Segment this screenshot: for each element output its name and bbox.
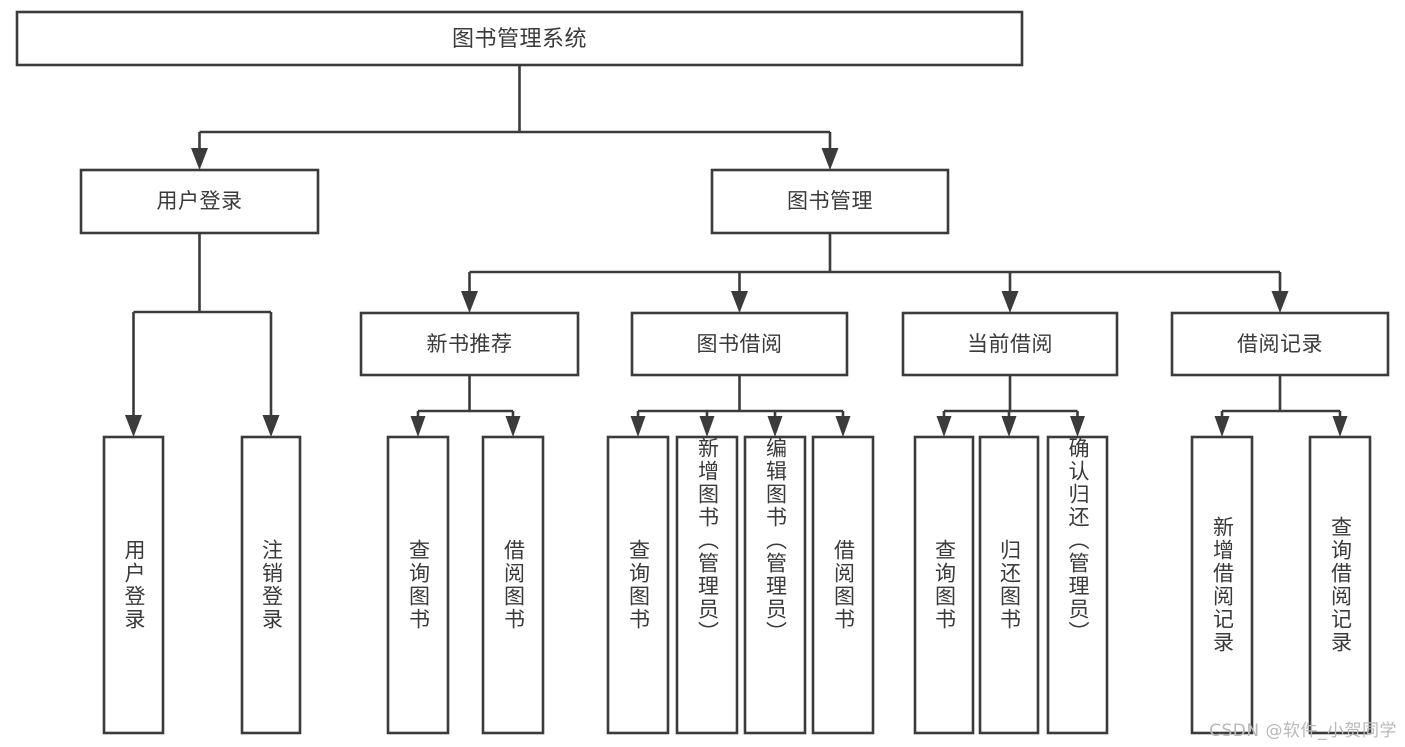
node-root-box: [15, 10, 1024, 67]
leaf-box-logout[interactable]: [240, 435, 302, 735]
arrow-head-borrow-leaf-2: [699, 416, 715, 437]
arrow-head-leaf-logout: [262, 415, 280, 437]
arrow-head-borrow-leaf-4: [835, 416, 851, 437]
node-book-borrowing[interactable]: 图书借阅: [630, 311, 849, 377]
arrow-head-borrow: [731, 291, 748, 313]
arrow-head-current-leaf-1: [936, 416, 952, 437]
node-root-book-management-system[interactable]: 图书管理系统: [15, 10, 1024, 67]
node-borrowing-records[interactable]: 借阅记录: [1170, 311, 1390, 377]
node-user-login-label: 用户登录: [157, 189, 243, 213]
connector-group-borrow-to-leaves: [630, 375, 851, 437]
connector-group-current-to-leaves: [936, 375, 1085, 437]
connector-group-records-to-leaves: [1214, 375, 1348, 437]
node-book-borrowing-label: 图书借阅: [697, 332, 783, 356]
node-new-book-recommendation-box: [359, 311, 580, 377]
node-book-management[interactable]: 图书管理: [710, 168, 950, 235]
arrow-head-current-leaf-3: [1070, 416, 1085, 437]
leaf-box-query-borrow-record[interactable]: [1308, 435, 1372, 735]
watermark-text: CSDN @软件_小贺同学: [1209, 721, 1397, 741]
arrow-head-current: [1001, 291, 1019, 313]
node-book-management-box: [710, 168, 950, 235]
arrow-head-records: [1271, 291, 1289, 313]
arrow-head-newbook: [461, 291, 478, 313]
node-current-borrowing-box: [901, 311, 1119, 377]
leaf-box-confirm-return-admin[interactable]: [1046, 435, 1109, 735]
node-borrowing-records-label: 借阅记录: [1237, 332, 1323, 356]
node-root-label: 图书管理系统: [452, 27, 587, 52]
arrow-head-newbook-leaf-2: [505, 416, 521, 437]
leaf-box-query-books-borrow[interactable]: [606, 435, 670, 735]
arrow-head-records-leaf-2: [1332, 416, 1348, 437]
arrow-head-borrow-leaf-1: [630, 416, 646, 437]
connector-group-bookmgmt-to-level3: [461, 233, 1289, 313]
node-current-borrowing-label: 当前借阅: [967, 332, 1053, 356]
node-book-management-label: 图书管理: [787, 189, 873, 213]
leaf-box-return-books[interactable]: [978, 435, 1040, 735]
arrow-head-records-leaf-1: [1214, 416, 1230, 437]
connector-group-root-to-level2: [191, 65, 839, 170]
arrow-head-borrow-leaf-3: [767, 416, 783, 437]
leaf-box-query-books-current[interactable]: [913, 435, 975, 735]
arrow-head-newbook-leaf-1: [410, 416, 426, 437]
node-borrowing-records-box: [1170, 311, 1390, 377]
node-new-book-recommendation[interactable]: 新书推荐: [359, 311, 580, 377]
arrow-head-user-login: [191, 148, 208, 170]
leaf-box-add-book-admin[interactable]: [675, 435, 739, 735]
node-current-borrowing[interactable]: 当前借阅: [901, 311, 1119, 377]
node-new-book-recommendation-label: 新书推荐: [427, 332, 513, 356]
connector-group-newbook-to-leaves: [410, 375, 521, 437]
leaf-box-query-books-newbook[interactable]: [386, 435, 450, 735]
connector-group-userlogin-to-leaves: [125, 233, 280, 437]
node-book-borrowing-box: [630, 311, 849, 377]
leaf-box-borrow-books-newbook[interactable]: [481, 435, 545, 735]
leaf-box-edit-book-admin[interactable]: [743, 435, 807, 735]
arrow-head-leaf-user-login: [125, 415, 142, 437]
arrow-head-current-leaf-2: [1001, 416, 1017, 437]
leaf-box-add-borrow-record[interactable]: [1190, 435, 1254, 735]
leaf-box-user-login[interactable]: [102, 435, 165, 735]
arrow-head-book-mgmt: [821, 148, 839, 170]
node-user-login[interactable]: 用户登录: [79, 168, 320, 235]
leaf-box-borrow-books[interactable]: [811, 435, 875, 735]
node-user-login-box: [79, 168, 320, 235]
